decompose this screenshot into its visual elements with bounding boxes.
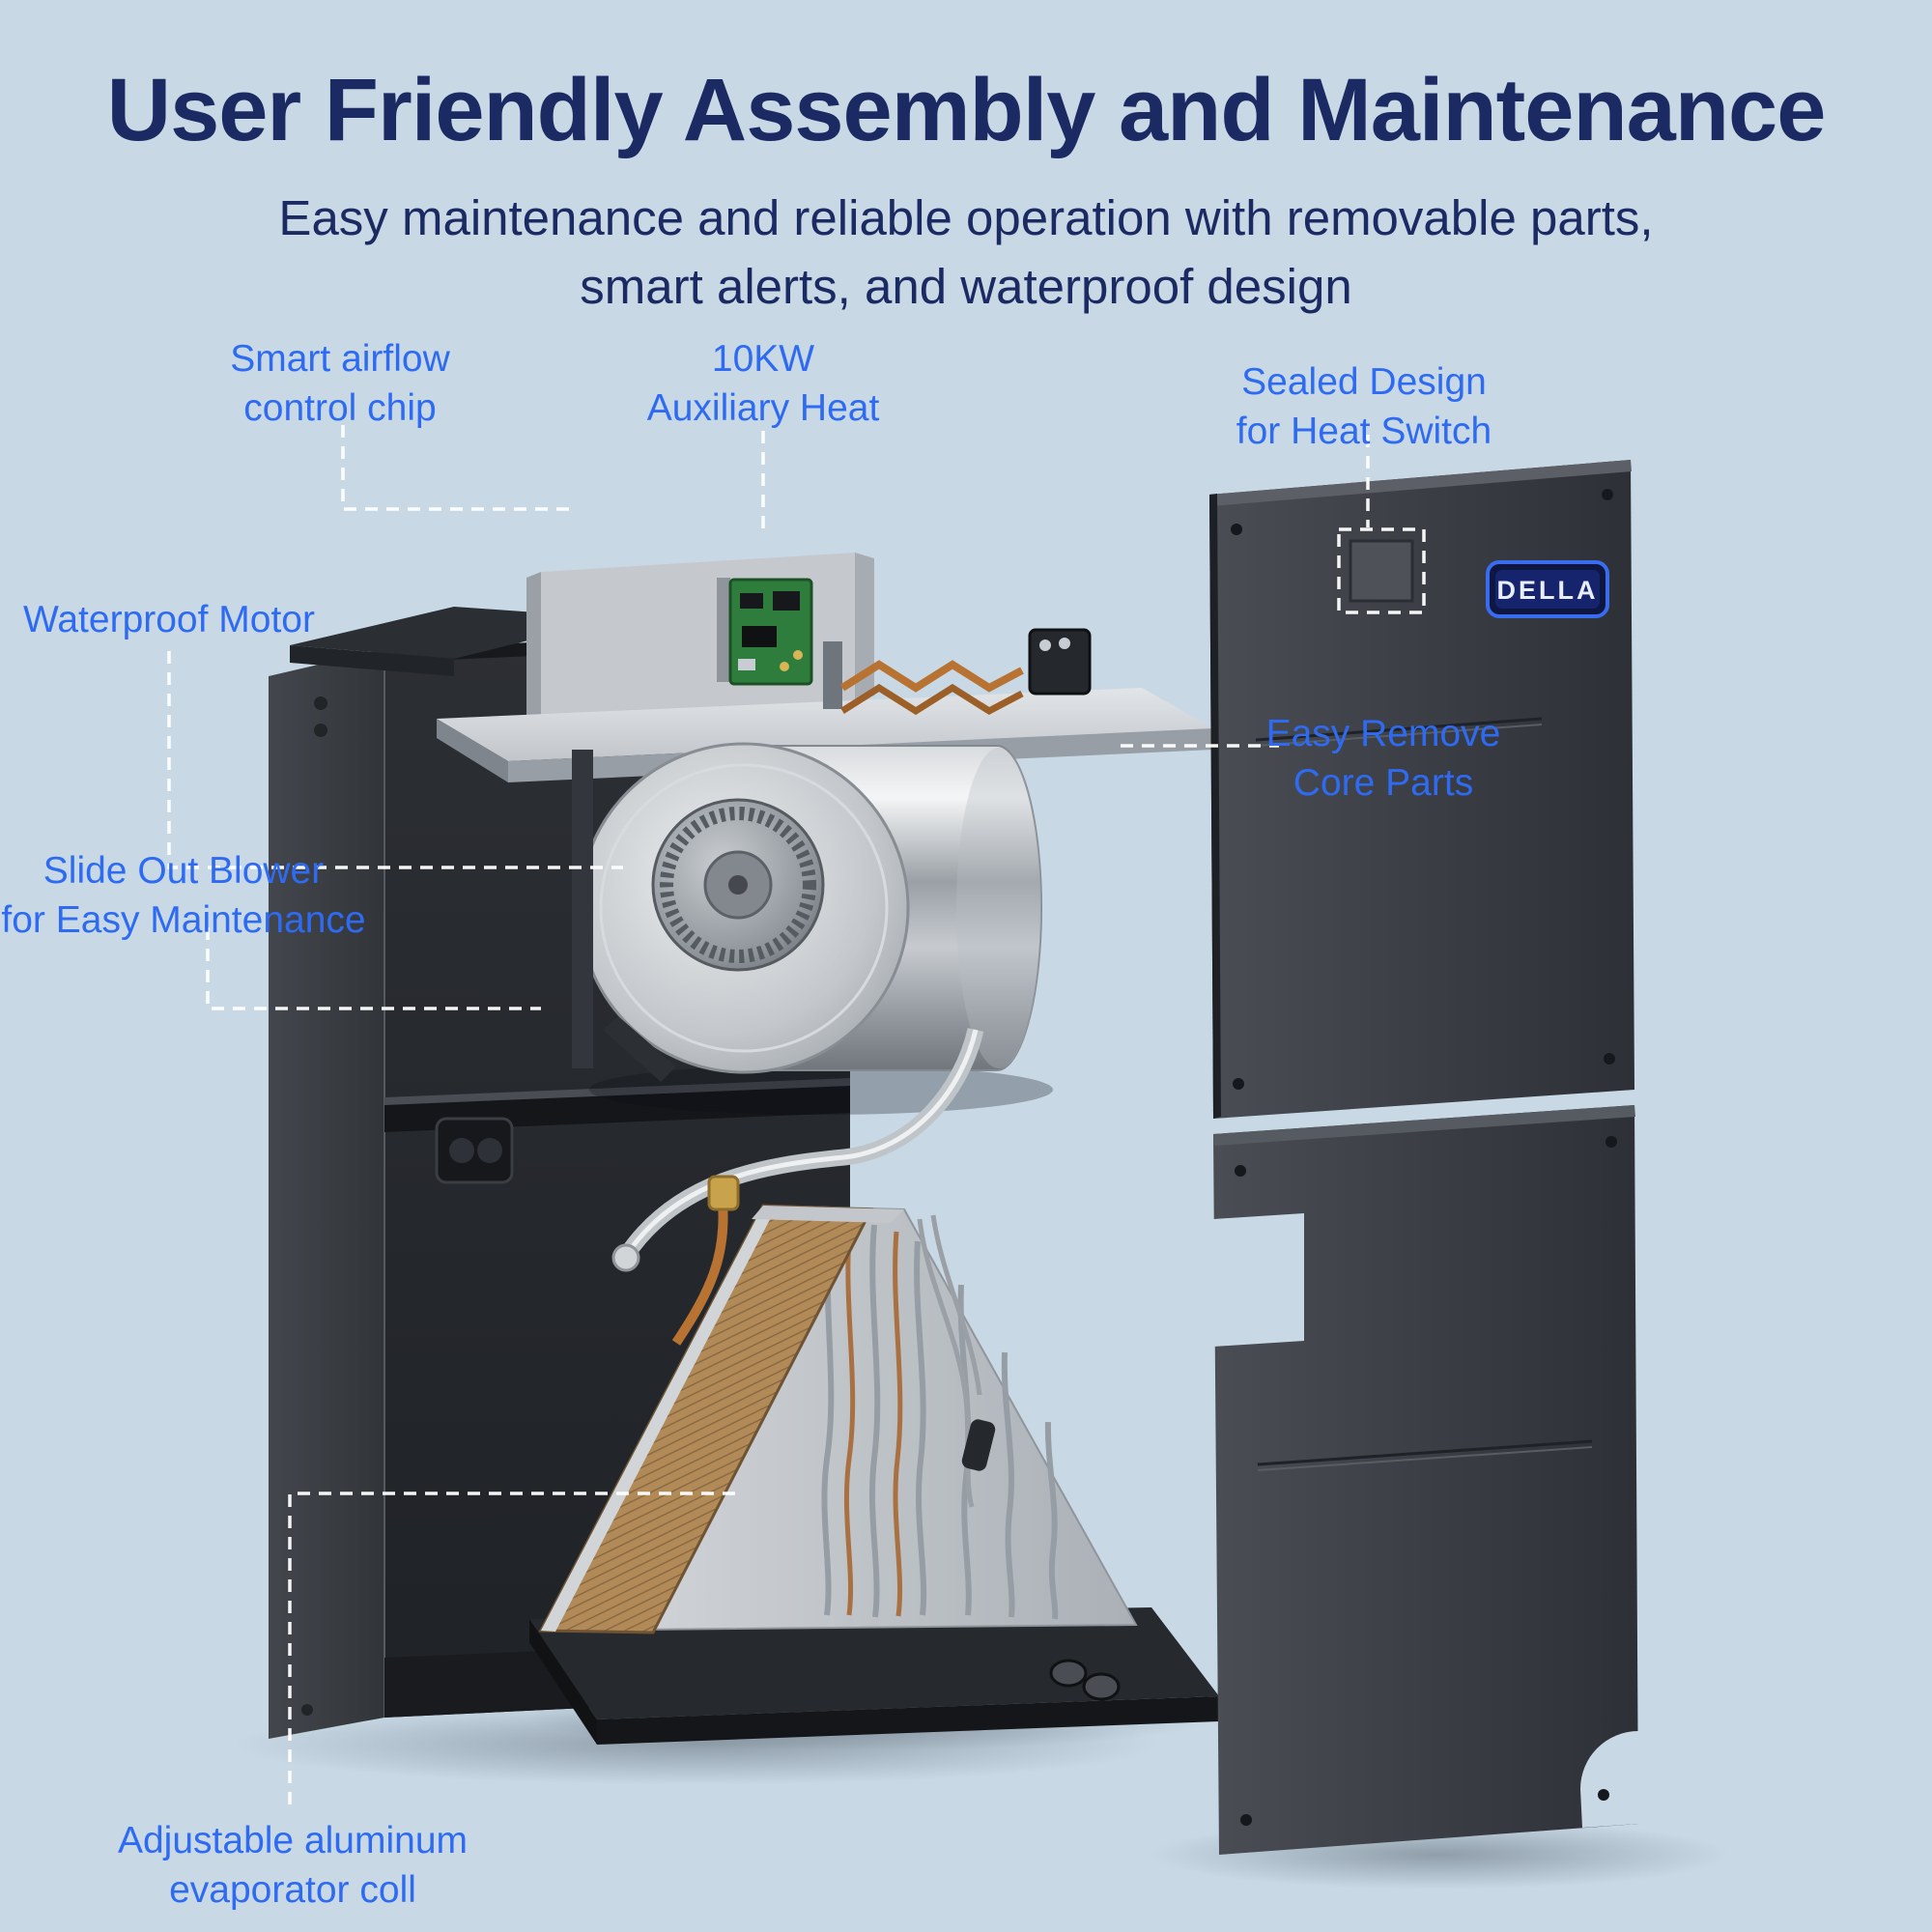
refrigerant-pipes (611, 1028, 996, 1508)
subtitle-line-1: Easy maintenance and reliable operation … (278, 190, 1654, 246)
sealed-heat-switch-cover (1349, 539, 1414, 603)
leader-motor (167, 651, 623, 869)
leader-smart-chip (341, 425, 578, 511)
callout-core-parts-line2: Core Parts (1293, 762, 1474, 805)
della-badge: DELLA (1486, 560, 1609, 618)
motor-mount-strap (572, 750, 593, 1068)
txv-sensor (961, 1419, 996, 1471)
leader-sealed-box (1337, 527, 1426, 614)
page-subtitle: Easy maintenance and reliable operation … (0, 185, 1932, 321)
copper-line (671, 1201, 728, 1346)
brand-text: DELLA (1497, 576, 1599, 605)
callout-blower-line1: Slide Out Blower (43, 850, 325, 892)
door-screws (1231, 489, 1617, 1826)
subtitle-line-2: smart alerts, and waterproof design (580, 258, 1352, 314)
contactor-box (1028, 628, 1092, 696)
callout-coil-line2: evaporator coll (169, 1869, 416, 1912)
drain-outlet (1082, 1672, 1121, 1701)
callout-aux-heat-line1: 10KW (711, 338, 815, 380)
blower-assembly (572, 742, 1053, 1115)
callout-smart-chip-line2: control chip (243, 387, 437, 430)
door-upper (1209, 460, 1634, 1119)
page-header: User Friendly Assembly and Maintenance E… (0, 61, 1932, 321)
callout-aux-heat-line2: Auxiliary Heat (646, 387, 880, 430)
waterproof-motor-part (651, 798, 825, 972)
evaporator-coil-assembly (529, 1028, 1219, 1745)
callout-blower-line2: for Easy Maintenance (1, 899, 366, 942)
coil-copper-tubes (843, 1222, 903, 1617)
page-title: User Friendly Assembly and Maintenance (106, 61, 1827, 159)
airflow-control-chip (717, 578, 813, 686)
callout-smart-chip-line1: Smart airflow (230, 338, 450, 380)
callout-easy-remove: Easy Remove Core Parts (1190, 709, 1577, 809)
auxiliary-heater (823, 628, 1092, 716)
callout-slide-out-blower: Slide Out Blower for Easy Maintenance (0, 846, 369, 946)
electrical-knockout (435, 1117, 514, 1184)
callout-sealed-line2: for Heat Switch (1236, 411, 1492, 453)
door-cutout (1213, 1213, 1304, 1347)
door-lower (1213, 1105, 1638, 1855)
drain-pan (529, 1607, 1219, 1745)
brass-fitting (707, 1175, 740, 1211)
coil-tubes (821, 1221, 1059, 1620)
door-panel: DELLA (1209, 460, 1638, 1855)
callout-lines (167, 425, 1426, 1804)
callout-sealed-design: Sealed Design for Heat Switch (1171, 357, 1557, 457)
callout-waterproof-motor: Waterproof Motor (0, 595, 343, 644)
door-corner-notch (1580, 1731, 1638, 1828)
callout-sealed-line1: Sealed Design (1241, 361, 1487, 403)
leader-blower (206, 927, 541, 1010)
drain-outlet (1049, 1659, 1088, 1688)
callout-evaporator-coil: Adjustable aluminum evaporator coll (99, 1816, 486, 1916)
callout-core-parts-line1: Easy Remove (1265, 713, 1501, 754)
callout-motor-line1: Waterproof Motor (23, 599, 315, 640)
callout-coil-line1: Adjustable aluminum (117, 1820, 469, 1861)
callout-smart-airflow-chip: Smart airflow control chip (147, 334, 533, 434)
callout-auxiliary-heat: 10KW Auxiliary Heat (570, 334, 956, 434)
